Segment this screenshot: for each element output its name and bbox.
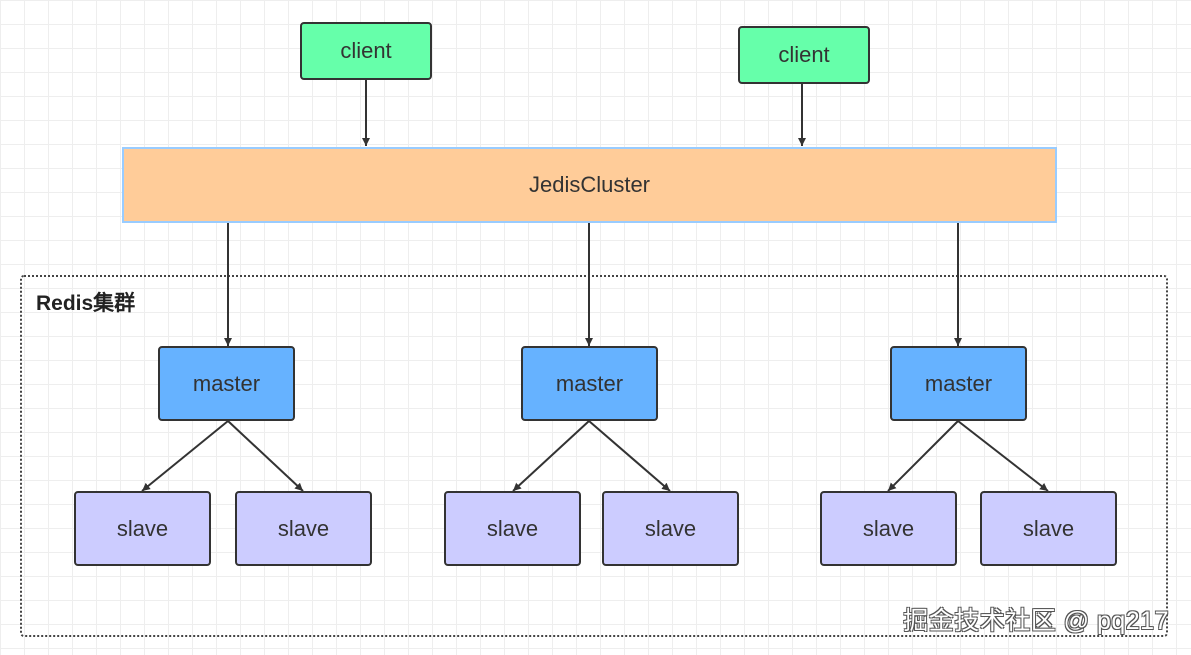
slave-node-1-1: slave (74, 491, 211, 566)
slave-node-2-1: slave (444, 491, 581, 566)
master-node-1: master (158, 346, 295, 421)
redis-cluster-group-label: Redis集群 (36, 292, 136, 315)
watermark-text: 掘金技术社区 @ pq217 (903, 607, 1169, 635)
jedis-cluster-node: JedisCluster (122, 147, 1057, 223)
slave-node-3-2: slave (980, 491, 1117, 566)
slave-node-1-2: slave (235, 491, 372, 566)
slave-node-2-2: slave (602, 491, 739, 566)
client-node-1: client (300, 22, 432, 80)
master-node-3: master (890, 346, 1027, 421)
master-node-2: master (521, 346, 658, 421)
client-node-2: client (738, 26, 870, 84)
slave-node-3-1: slave (820, 491, 957, 566)
redis-cluster-group: Redis集群 (20, 275, 1168, 637)
